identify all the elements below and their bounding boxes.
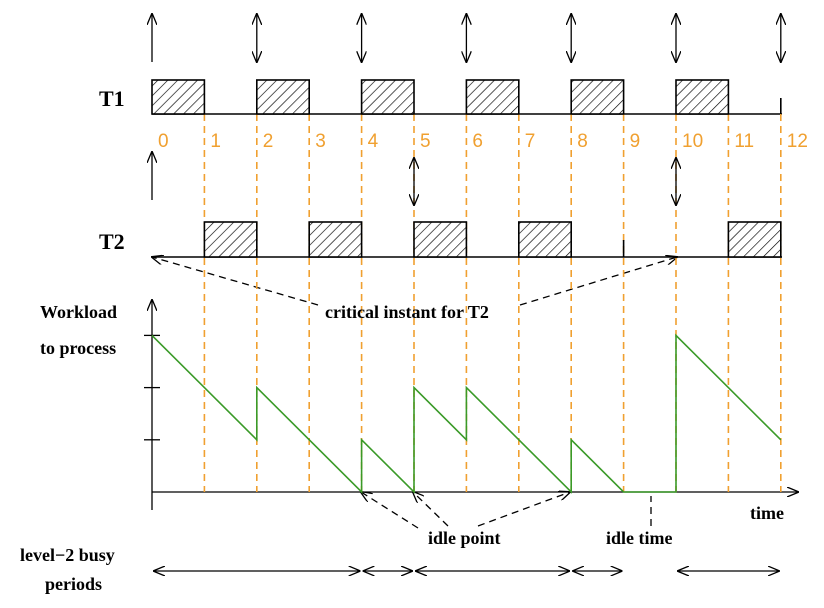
t1-job-2 [360,79,415,115]
t2-job-3 [517,221,572,258]
time-tick-label-2: 2 [263,131,274,152]
idle-time-label: idle time [606,528,672,548]
t2-job-2 [413,221,468,258]
t2-row-label: T2 [99,229,125,254]
time-tick-label-4: 4 [368,131,379,152]
idle-point-pointer-c [477,492,570,527]
arrival-arrows [152,14,781,205]
t2-jobs [203,221,782,258]
t1-jobs [151,79,730,115]
idle-point-pointer-a [361,492,419,529]
time-tick-label-5: 5 [420,131,431,152]
workload-label-2: to process [40,338,116,358]
workload-line [151,333,782,494]
t1-job-4 [570,79,625,115]
t1-job-5 [675,79,730,115]
critical-instant-pointer-left [152,257,319,306]
workload-curve [144,333,782,494]
time-tick-label-10: 10 [682,131,703,152]
t1-job-0 [151,79,206,115]
busy-periods-label: level−2 busy [20,545,115,565]
t2-job-1 [308,221,363,258]
time-tick-label-11: 11 [734,131,754,152]
time-tick-label-12: 12 [787,131,808,152]
idle-point-pointer-b [413,492,449,527]
t2-job-0 [203,221,258,258]
busy-periods-label-2: periods [45,574,102,594]
time-tick-label-8: 8 [577,131,588,152]
time-tick-label-1: 1 [210,131,221,152]
time-tick-label-7: 7 [525,131,536,152]
time-tick-label-6: 6 [472,131,483,152]
time-axis-label: time [750,503,784,523]
critical-instant-label: critical instant for T2 [325,302,489,322]
time-tick-label-9: 9 [630,131,641,152]
workload-label: Workload [40,302,117,322]
t1-job-3 [465,79,520,115]
time-tick-label-3: 3 [315,131,326,152]
t1-job-1 [255,79,310,115]
time-tick-label-0: 0 [158,131,169,152]
idle-point-label: idle point [428,528,501,548]
critical-instant-pointer-right [519,257,677,306]
t1-row-label: T1 [99,86,125,111]
period-gridlines [203,114,782,492]
t2-job-4 [727,221,782,258]
